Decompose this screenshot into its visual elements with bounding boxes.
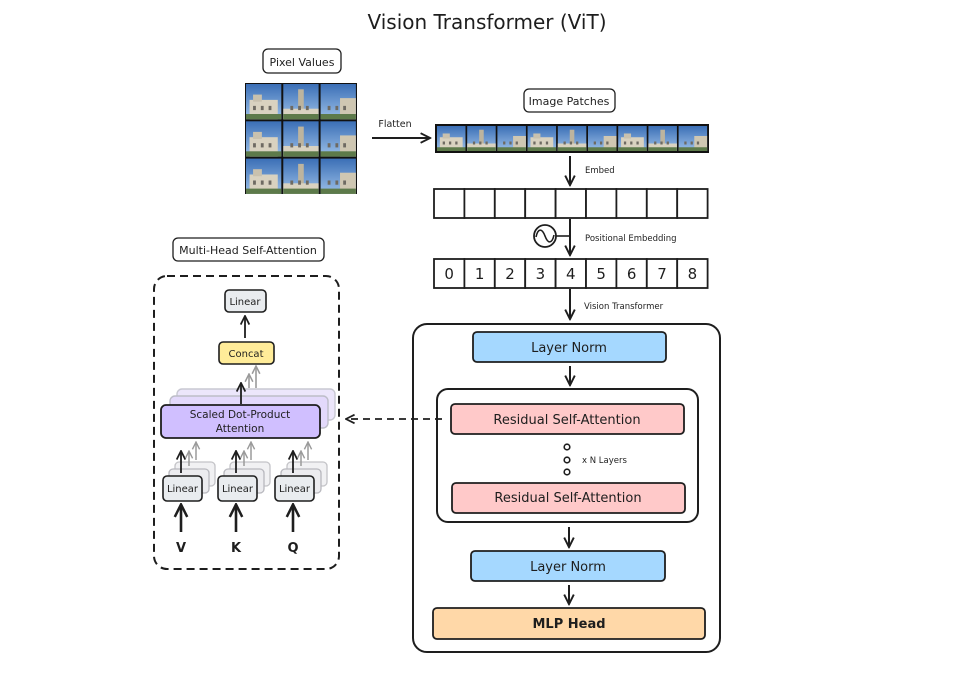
embedding-box — [645, 188, 679, 219]
image-patches-strip — [435, 124, 709, 153]
embed-label: Embed — [585, 166, 615, 176]
svg-text:Layer Norm: Layer Norm — [531, 341, 607, 356]
position-index-box — [554, 258, 587, 289]
pixel-values-image — [245, 83, 357, 194]
vision-transformer-label: Vision Transformer — [584, 302, 664, 312]
residual-self-attention-2: Residual Self-Attention — [451, 482, 686, 514]
image-patch — [283, 84, 319, 120]
position-index-box — [463, 258, 496, 289]
svg-text:Linear: Linear — [229, 297, 261, 308]
embedding-box — [554, 188, 587, 219]
image-patch — [527, 126, 557, 151]
embedding-box — [676, 188, 709, 219]
svg-text:Layer Norm: Layer Norm — [530, 560, 606, 575]
image-patch — [283, 158, 319, 194]
image-patch — [246, 121, 282, 157]
n-layers-label: x N Layers — [582, 456, 627, 466]
svg-text:Image Patches: Image Patches — [529, 95, 610, 108]
position-index-label: 6 — [627, 265, 637, 283]
embedding-row — [433, 188, 709, 219]
position-index-box — [615, 258, 648, 289]
svg-text:Concat: Concat — [229, 349, 264, 360]
position-index-box — [585, 258, 618, 289]
image-patch — [648, 126, 677, 151]
positional-embedding-icon — [533, 224, 557, 248]
image-patches-label: Image Patches — [523, 88, 616, 113]
embedding-box — [524, 188, 557, 219]
image-patch — [678, 126, 708, 151]
input-q-label: Q — [287, 541, 298, 556]
embedding-box — [433, 188, 466, 219]
linear-k-label: Linear — [222, 484, 254, 495]
image-patch — [320, 158, 356, 194]
svg-text:Residual Self-Attention: Residual Self-Attention — [494, 491, 641, 506]
svg-text:Residual Self-Attention: Residual Self-Attention — [493, 413, 640, 428]
embedding-box — [585, 188, 618, 219]
image-patch — [467, 126, 496, 151]
image-patch — [320, 84, 356, 120]
image-patch — [246, 158, 282, 194]
position-index-box — [645, 258, 679, 289]
embedding-box — [463, 188, 496, 219]
linear-v-label: Linear — [167, 484, 199, 495]
position-index-box — [493, 258, 527, 289]
position-index-label: 4 — [566, 265, 576, 283]
pixel-values-label: Pixel Values — [262, 48, 342, 74]
flatten-label: Flatten — [378, 119, 411, 130]
position-index-label: 0 — [444, 265, 454, 283]
layer-norm-top: Layer Norm — [472, 331, 667, 363]
residual-self-attention-1: Residual Self-Attention — [450, 403, 685, 435]
linear-output: Linear — [224, 289, 267, 313]
layer-norm-bottom: Layer Norm — [470, 550, 666, 582]
linear-q-label: Linear — [279, 484, 311, 495]
image-patch — [246, 84, 282, 120]
image-patch — [588, 126, 617, 151]
image-patch — [320, 121, 356, 157]
position-index-label: 3 — [536, 265, 546, 283]
position-index-row: 0 1 2 3 4 5 6 7 8 — [433, 258, 709, 289]
positional-embedding-label: Positional Embedding — [585, 234, 677, 244]
position-index-box — [676, 258, 709, 289]
embedding-box — [493, 188, 527, 219]
svg-text:Scaled Dot-Product: Scaled Dot-Product — [190, 409, 291, 421]
svg-text:Pixel Values: Pixel Values — [270, 56, 335, 69]
diagram-title: Vision Transformer (ViT) — [367, 10, 606, 34]
input-k-label: K — [231, 541, 242, 556]
position-index-label: 5 — [596, 265, 606, 283]
mhsa-container — [153, 275, 340, 570]
position-index-label: 2 — [505, 265, 515, 283]
linear-k — [217, 475, 258, 502]
layer-repeat-dots — [563, 443, 571, 476]
image-patch — [618, 126, 647, 151]
mlp-head: MLP Head — [432, 607, 706, 640]
image-patch — [437, 126, 466, 151]
svg-text:Multi-Head Self-Attention: Multi-Head Self-Attention — [179, 244, 317, 257]
image-patch — [283, 121, 319, 157]
linear-q — [274, 475, 315, 502]
position-index-label: 8 — [688, 265, 698, 283]
linear-v — [162, 475, 203, 502]
scaled-dot-product-attention: Scaled Dot-Product Attention — [160, 404, 321, 439]
input-v-label: V — [176, 541, 186, 556]
position-index-label: 1 — [475, 265, 485, 283]
image-patch — [557, 126, 587, 151]
embedding-box — [615, 188, 648, 219]
position-index-label: 7 — [657, 265, 667, 283]
mhsa-title-label: Multi-Head Self-Attention — [172, 237, 325, 262]
concat-box: Concat — [218, 341, 275, 365]
image-patch — [497, 126, 526, 151]
svg-text:Attention: Attention — [216, 423, 264, 435]
svg-text:MLP Head: MLP Head — [532, 617, 605, 632]
